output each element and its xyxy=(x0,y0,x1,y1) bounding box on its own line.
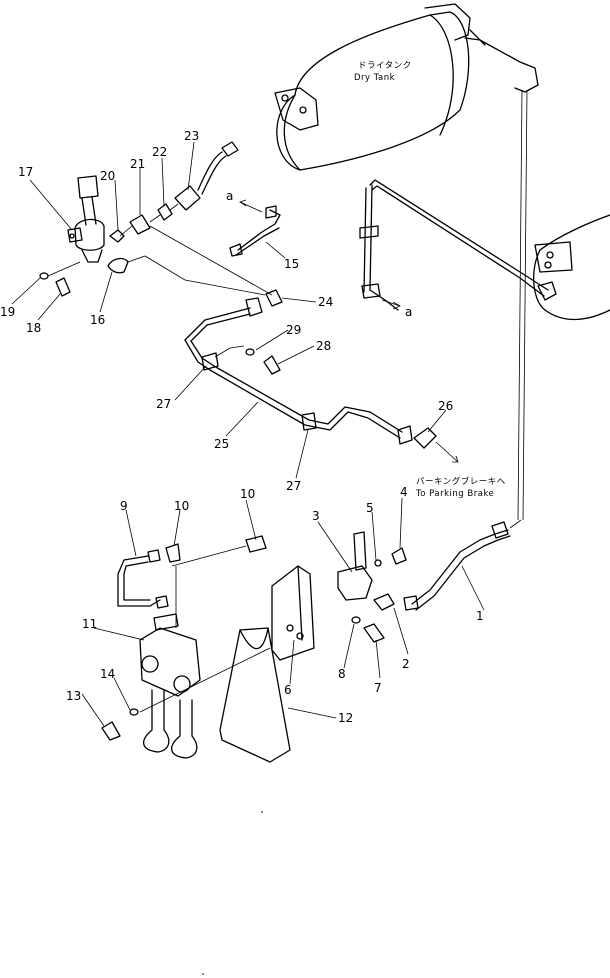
callout-4: 4 xyxy=(400,485,408,499)
callout-15: 15 xyxy=(284,257,299,271)
callout-7: 7 xyxy=(374,681,382,695)
ref-a-top: a xyxy=(226,189,233,203)
callout-11: 11 xyxy=(82,617,97,631)
callout-27-bottom: 27 xyxy=(286,479,301,493)
callout-8: 8 xyxy=(338,667,346,681)
fitting-26 xyxy=(413,427,459,463)
callout-17: 17 xyxy=(18,165,33,179)
horn-assembly-11 xyxy=(139,613,201,759)
callout-5: 5 xyxy=(366,501,374,515)
callout-27-left: 27 xyxy=(156,397,171,411)
hose-16 xyxy=(107,225,273,296)
solenoid-valve-17 xyxy=(67,175,105,263)
elbows-10 xyxy=(165,535,267,628)
bolt-7-washer-8 xyxy=(351,616,385,643)
callout-2: 2 xyxy=(402,657,410,671)
pipe-15: a xyxy=(226,189,281,257)
callout-16: 16 xyxy=(90,313,105,327)
callout-12: 12 xyxy=(338,711,353,725)
fitting-24 xyxy=(265,289,283,307)
dry-tank-label-jp: ドライタンク xyxy=(358,61,412,71)
stray-mark xyxy=(261,811,263,813)
bracket-6 xyxy=(271,565,315,661)
callout-26: 26 xyxy=(438,399,453,413)
bolt-13-washer-14 xyxy=(101,647,271,741)
parking-note-jp: パーキングブレーキへ xyxy=(416,476,506,487)
callout-22: 22 xyxy=(152,145,167,159)
callout-28: 28 xyxy=(316,339,331,353)
right-tank xyxy=(533,214,610,321)
parking-note-en: To Parking Brake xyxy=(415,489,494,499)
supply-pipe-upper: a xyxy=(359,179,557,319)
dry-tank: ドライタンク Dry Tank xyxy=(274,3,539,521)
callout-19: 19 xyxy=(0,305,15,319)
callout-18: 18 xyxy=(26,321,41,335)
stray-mark-bottom xyxy=(202,973,204,975)
ref-a-right: a xyxy=(405,305,412,319)
callout-13: 13 xyxy=(66,689,81,703)
valve-3 xyxy=(337,531,407,611)
callout-20: 20 xyxy=(100,169,115,183)
callouts: 1 2 3 4 5 6 7 8 9 10 10 11 12 13 14 15 1… xyxy=(0,129,484,725)
callout-29: 29 xyxy=(286,323,301,337)
callout-6: 6 xyxy=(284,683,292,697)
leader-lines xyxy=(11,141,485,727)
callout-25: 25 xyxy=(214,437,229,451)
callout-3: 3 xyxy=(312,509,320,523)
callout-1: 1 xyxy=(476,609,484,623)
bolts-18-19 xyxy=(39,261,81,297)
pipe-9 xyxy=(117,549,169,609)
pipe-25 xyxy=(184,297,413,445)
callout-21: 21 xyxy=(130,157,145,171)
pipe-1 xyxy=(403,519,522,611)
callout-23: 23 xyxy=(184,129,199,143)
callout-10-right: 10 xyxy=(240,487,255,501)
callout-24: 24 xyxy=(318,295,333,309)
callout-14: 14 xyxy=(100,667,115,681)
bolt-28-washer-29 xyxy=(245,348,281,375)
cover-12 xyxy=(219,627,291,763)
callout-9: 9 xyxy=(120,499,128,513)
fittings-20-23 xyxy=(109,141,239,243)
dry-tank-label-en: Dry Tank xyxy=(354,73,395,83)
callout-10-left: 10 xyxy=(174,499,189,513)
